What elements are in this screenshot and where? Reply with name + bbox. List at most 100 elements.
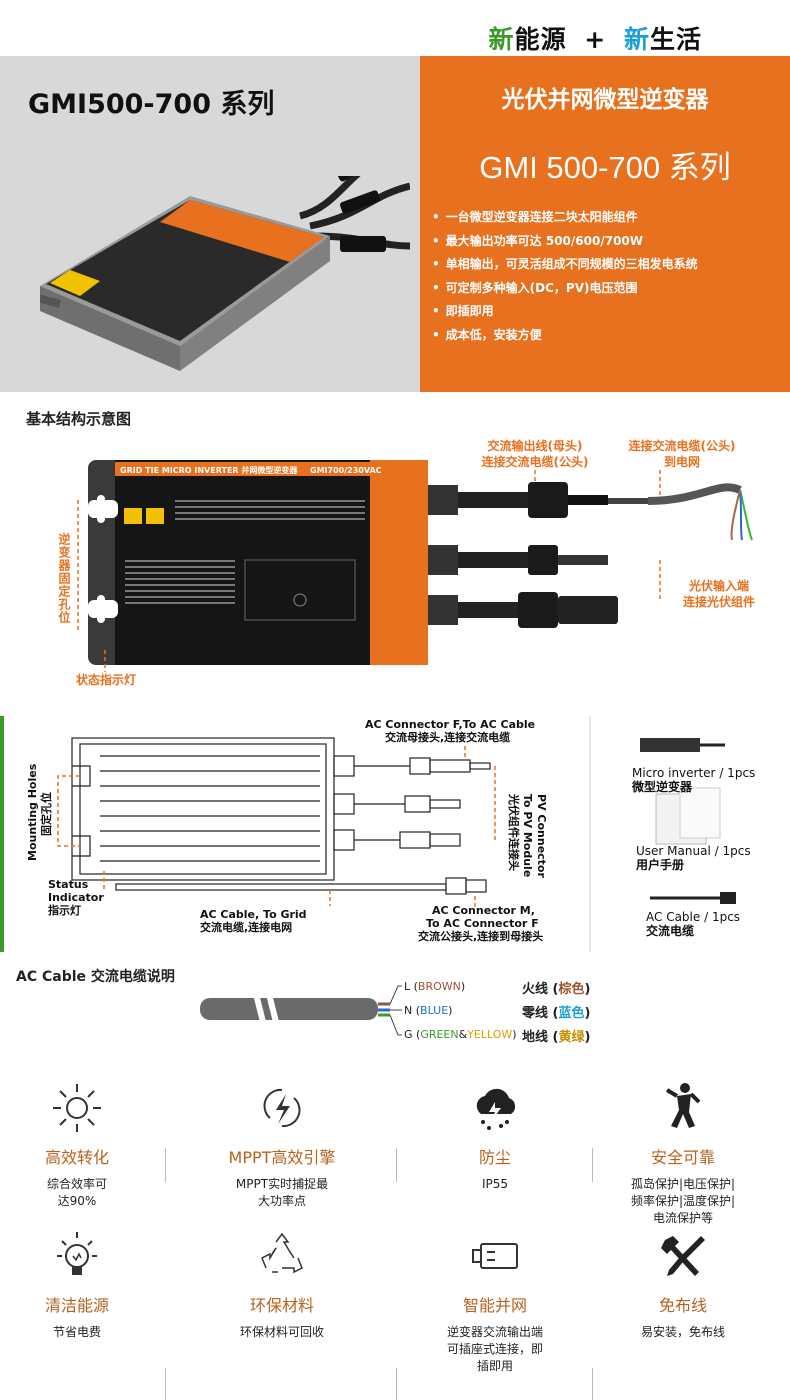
- hero-left-panel: GMI500-700 系列: [0, 56, 420, 392]
- package-item-cn: 微型逆变器: [632, 780, 693, 794]
- divider: [592, 1368, 593, 1400]
- feature-desc-line: IP55: [481, 1177, 509, 1191]
- tools-icon: [661, 1236, 705, 1276]
- wire-n-suffix: ): [448, 1004, 453, 1017]
- package-item-qty: / 1pcs: [704, 910, 741, 924]
- wire-n-color: BLUE: [420, 1004, 449, 1017]
- feature-desc: IP55: [410, 1176, 580, 1193]
- label-ac-connector-m-cn: 交流公接头,连接到母接头: [418, 930, 544, 943]
- wire-g-yellow: YELLOW: [467, 1028, 513, 1041]
- callout-ac-output: 交流输出线(母头) 连接交流电缆(公头): [460, 438, 610, 470]
- feature-desc-line: 频率保护|温度保护|: [630, 1194, 736, 1208]
- wire-g-prefix: G (: [404, 1028, 421, 1041]
- callout-pv-input-2: 连接光伏组件: [682, 595, 755, 609]
- label-mounting-holes: Mounting Holes: [26, 763, 39, 861]
- feature-desc: 易安装，免布线: [598, 1324, 768, 1341]
- hero-bullet: 一台微型逆变器连接二块太阳能组件: [432, 206, 698, 230]
- hero-bullet: 成本低，安装方便: [432, 324, 698, 348]
- wire-g-suffix: ): [512, 1028, 517, 1041]
- cable-title: AC Cable 交流电缆说明: [16, 969, 175, 985]
- package-item-manual: User Manual / 1pcs 用户手册: [636, 844, 751, 872]
- feature-desc-line: 节省电费: [52, 1325, 101, 1339]
- feature-desc-line: 逆变器交流输出端: [446, 1325, 543, 1339]
- structure-title: 基本结构示意图: [26, 410, 132, 428]
- ac-cable-section: L (BROWN) N (BLUE) G (GREEN&YELLOW) 火线 (…: [0, 960, 790, 1060]
- divider: [396, 1368, 397, 1400]
- hero-bullet: 即插即用: [432, 300, 698, 324]
- feature-safety: 安全可靠 孤岛保护|电压保护| 频率保护|温度保护| 电流保护等: [598, 1080, 768, 1227]
- label-pv-connector-2: To PV Module: [521, 794, 534, 878]
- feature-desc-line: 电流保护等: [652, 1211, 713, 1225]
- callout-ac-grid-1: 连接交流电缆(公头): [628, 439, 736, 453]
- divider: [165, 1368, 166, 1400]
- callout-ac-grid: 连接交流电缆(公头) 到电网: [612, 438, 752, 470]
- hero-title: GMI500-700 系列: [28, 89, 275, 120]
- divider: [592, 1148, 593, 1182]
- feature-title: 环保材料: [249, 1296, 314, 1315]
- feature-desc-line: 大功率点: [257, 1194, 306, 1208]
- feature-desc: 综合效率可 达90%: [0, 1176, 162, 1210]
- slogan-new-1: 新: [488, 25, 515, 54]
- wire-cn-neutral: 零线 (蓝色): [522, 1002, 590, 1021]
- feature-clean-energy: 清洁能源 节省电费: [0, 1228, 162, 1341]
- cable-drawing: [200, 985, 402, 1036]
- feature-desc-line: 易安装，免布线: [640, 1325, 725, 1339]
- feature-desc-line: 孤岛保护|电压保护|: [630, 1177, 736, 1191]
- feature-efficiency: 高效转化 综合效率可 达90%: [0, 1080, 162, 1210]
- feature-eco-material: 环保材料 环保材料可回收: [197, 1228, 367, 1341]
- label-ac-connector-f: AC Connector F,To AC Cable: [365, 718, 536, 731]
- label-mounting-holes-cn: 固定孔位: [40, 792, 53, 836]
- plug-icon: [472, 1243, 518, 1269]
- feature-title: 智能并网: [462, 1296, 527, 1315]
- wire-cn-ground-a: 地线 (: [522, 1030, 559, 1045]
- wire-cn-neutral-c: ): [584, 1006, 591, 1021]
- slogan-life: 生活: [649, 25, 702, 54]
- wire-cn-live-a: 火线 (: [522, 982, 559, 997]
- feature-title: 清洁能源: [44, 1296, 109, 1315]
- callout-mount-holes: 逆变器固定孔位: [57, 532, 71, 624]
- wire-cn-neutral-b: 蓝色: [558, 1006, 585, 1021]
- feature-desc: 逆变器交流输出端 可插座式连接，即 插即用: [410, 1324, 580, 1375]
- lightning-icon: [263, 1088, 301, 1128]
- dimension-drawing: AC Connector F,To AC Cable 交流母接头,连接交流电缆 …: [0, 716, 790, 952]
- feature-desc: 节省电费: [0, 1324, 162, 1341]
- structure-label-model: GMI700/230VAC: [310, 466, 382, 475]
- feature-title: 免布线: [658, 1296, 707, 1315]
- callout-ac-grid-2: 到电网: [663, 455, 700, 469]
- feature-desc: 孤岛保护|电压保护| 频率保护|温度保护| 电流保护等: [598, 1176, 768, 1227]
- hero-subtitle-model: GMI 500-700 系列: [479, 150, 731, 185]
- callout-ac-output-2: 连接交流电缆(公头): [481, 455, 589, 469]
- feature-title: 高效转化: [44, 1148, 109, 1167]
- wire-cn-live-c: ): [584, 982, 591, 997]
- recycle-icon: [261, 1232, 303, 1274]
- wire-g-amp: &: [458, 1028, 468, 1041]
- label-ac-connector-f-cn: 交流母接头,连接交流电缆: [385, 731, 511, 744]
- feature-desc-line: 可插座式连接，即: [446, 1342, 543, 1356]
- shield-person-icon: [665, 1083, 701, 1128]
- feature-desc: MPPT实时捕捉最 大功率点: [197, 1176, 367, 1210]
- divider: [396, 1148, 397, 1182]
- package-item-inverter: Micro inverter / 1pcs 微型逆变器: [632, 766, 755, 794]
- callout-pv-input-1: 光伏输入端: [688, 579, 749, 593]
- feature-desc-line: 综合效率可: [46, 1177, 107, 1191]
- package-item-qty: / 1pcs: [714, 844, 751, 858]
- label-ac-connector-m: AC Connector M,: [432, 904, 535, 917]
- package-item-qty: / 1pcs: [719, 766, 756, 780]
- wire-cn-ground-c: ): [584, 1030, 591, 1045]
- wire-label-n: N (BLUE): [404, 1004, 452, 1017]
- feature-desc-line: 达90%: [57, 1194, 97, 1208]
- line-drawing: [57, 716, 591, 952]
- callout-status-led: 状态指示灯: [75, 673, 136, 687]
- wire-cn-live-b: 棕色: [558, 982, 585, 997]
- feature-title: 防尘: [478, 1148, 511, 1167]
- hero-bullet: 单相输出，可灵活组成不同规模的三相发电系统: [432, 253, 698, 277]
- callout-ac-output-1: 交流输出线(母头): [487, 439, 583, 453]
- package-item-cn: 用户手册: [636, 858, 685, 872]
- wire-cn-neutral-a: 零线 (: [522, 1006, 559, 1021]
- wire-l-color: BROWN: [417, 980, 461, 993]
- wire-n-prefix: N (: [404, 1004, 421, 1017]
- cloud-storm-icon: [476, 1088, 516, 1130]
- label-ac-cable: AC Cable, To Grid: [200, 908, 307, 921]
- wire-cn-live: 火线 (棕色): [522, 978, 590, 997]
- wire-label-g: G (GREEN&YELLOW): [404, 1028, 517, 1041]
